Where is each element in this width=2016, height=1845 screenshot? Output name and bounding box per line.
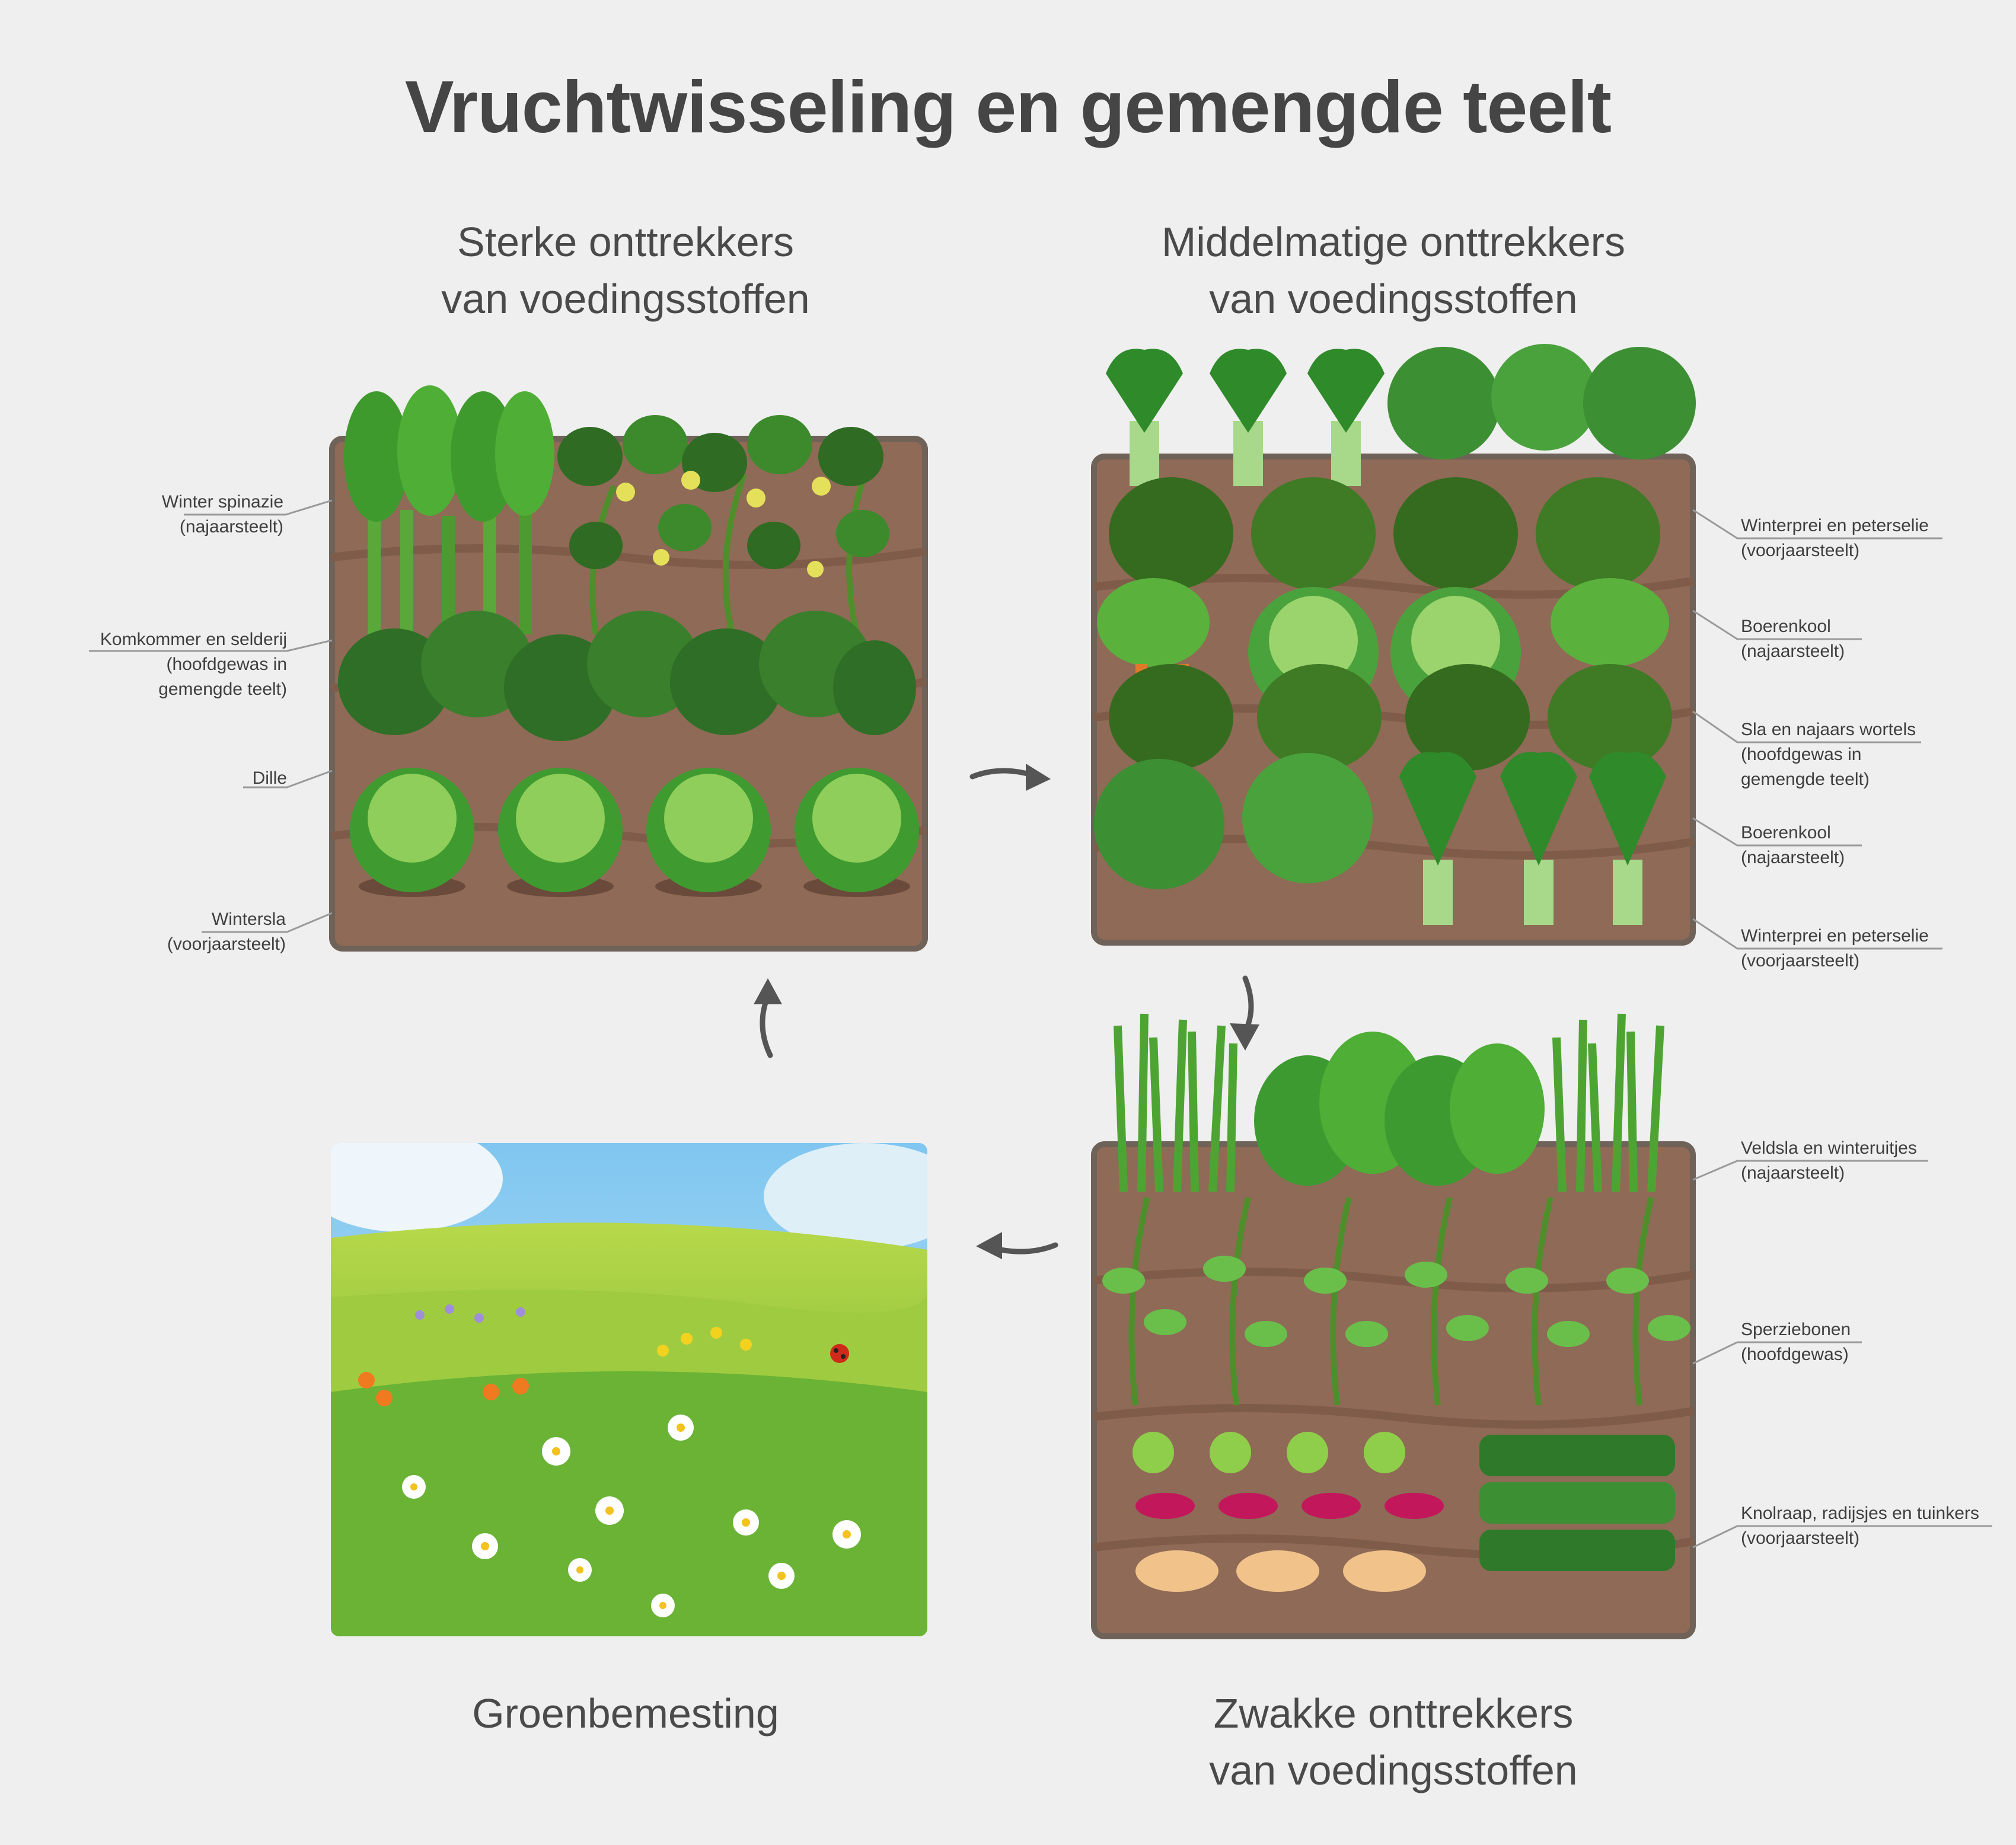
- label-lambs-lettuce-onions: Veldsla en winteruitjes (najaarsteelt): [1741, 1138, 1917, 1183]
- section-title-weak: Zwakke onttrekkers van voedingsstoffen: [1209, 1690, 1578, 1793]
- cucumber-vine-icon: [557, 415, 889, 636]
- section-title-strong: Sterke onttrekkers van voedingsstoffen: [441, 219, 810, 322]
- section-title-green: Groenbemesting: [472, 1690, 779, 1737]
- bed-medium-illustration: [1091, 344, 1696, 946]
- label-winter-spinach: Winter spinazie (najaarsteelt): [161, 492, 283, 537]
- kale-plant-icon: [1109, 664, 1672, 771]
- kale-plant-icon: [1109, 477, 1660, 590]
- green-manure-meadow: [331, 1143, 927, 1636]
- turnip-radish-icon: [1133, 1432, 1444, 1592]
- bed-weak-consumers: [1088, 1002, 1711, 1642]
- wildflower-icon: [358, 1304, 752, 1406]
- label-winter-leek-parsley-1: Winterprei en peterselie (voorjaarsteelt…: [1741, 516, 1929, 560]
- label-winter-lettuce: Wintersla (voorjaarsteelt): [167, 909, 286, 954]
- label-winter-leek-parsley-2: Winterprei en peterselie (voorjaarsteelt…: [1741, 926, 1929, 971]
- bed-weak-illustration: [1091, 1013, 1696, 1639]
- arrow-left-icon: [976, 1232, 1058, 1259]
- parsley-plant-icon: [1094, 753, 1373, 889]
- daisy-icon: [402, 1415, 861, 1617]
- parsley-plant-icon: [1387, 344, 1696, 459]
- label-kale-1: Boerenkool (najaarsteelt): [1741, 617, 1845, 661]
- bed-strong-consumers: [329, 379, 928, 955]
- lettuce-head-icon: [350, 768, 919, 897]
- arrow-up-icon: [754, 978, 782, 1058]
- dill-plant-icon: [338, 611, 916, 741]
- green-bean-plant-icon: [1102, 1196, 1690, 1406]
- page-title: Vruchtwisseling en gemengde teelt: [404, 66, 1612, 148]
- lambs-lettuce-icon: [1254, 1032, 1545, 1186]
- onion-plant-icon: [1114, 1013, 1664, 1192]
- arrow-down-icon: [1230, 975, 1259, 1051]
- ladybug-icon: [830, 1344, 849, 1363]
- label-cucumber-celery: Komkommer en selderij (hoofdgewas in gem…: [100, 630, 287, 699]
- section-title-medium: Middelmatige onttrekkers van voedingssto…: [1162, 219, 1625, 322]
- bed-medium-consumers: [1088, 338, 1711, 949]
- leek-plant-icon: [1399, 752, 1666, 925]
- label-turnip-radish-cress: Knolraap, radijsjes en tuinkers (voorjaa…: [1741, 1504, 1979, 1548]
- bed-strong-illustration: [329, 385, 928, 952]
- arrow-right-icon: [969, 764, 1051, 791]
- leek-plant-icon: [1106, 349, 1385, 486]
- meadow-illustration: [331, 1143, 927, 1636]
- celery-plant-icon: [344, 385, 554, 634]
- label-kale-2: Boerenkool (najaarsteelt): [1741, 823, 1845, 867]
- label-green-beans: Sperziebonen (hoofdgewas): [1741, 1320, 1851, 1364]
- cress-plant-icon: [1479, 1435, 1675, 1571]
- label-lettuce-carrots: Sla en najaars wortels (hoofdgewas in ge…: [1741, 720, 1916, 789]
- label-dill: Dille: [252, 768, 287, 788]
